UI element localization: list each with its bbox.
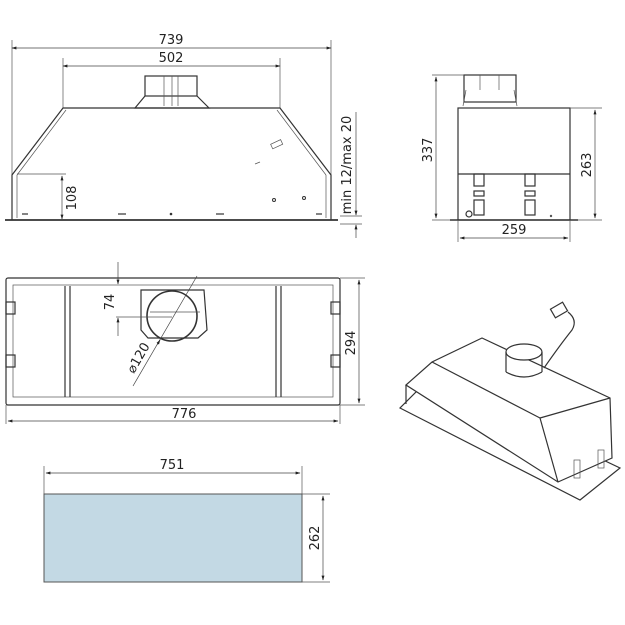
dim-502: 502 bbox=[159, 51, 184, 66]
dim-259: 259 bbox=[502, 223, 527, 238]
dim-294: 294 bbox=[344, 331, 359, 356]
dim-min12-max20: min 12/max 20 bbox=[340, 116, 355, 215]
hood-body-outline bbox=[11, 107, 332, 220]
dim-337: 337 bbox=[421, 138, 436, 163]
dim-263: 263 bbox=[580, 153, 595, 178]
dim-751: 751 bbox=[160, 458, 185, 473]
brackets bbox=[465, 173, 553, 218]
cutout-panel: 751 262 bbox=[43, 458, 330, 583]
dim-739: 739 bbox=[159, 33, 184, 48]
front-view: 739 502 bbox=[5, 33, 362, 238]
dim-776: 776 bbox=[172, 407, 197, 422]
top-view: 74 ⌀120 294 776 bbox=[5, 262, 365, 424]
side-body bbox=[457, 107, 571, 221]
top-frame bbox=[5, 277, 341, 406]
duct-outlet bbox=[133, 75, 211, 109]
dim-262: 262 bbox=[308, 526, 323, 551]
cutout-rectangle bbox=[43, 493, 303, 583]
panel-marks bbox=[22, 139, 322, 216]
isometric-view bbox=[398, 301, 622, 501]
dim-108: 108 bbox=[65, 186, 80, 211]
dim-74: 74 bbox=[103, 294, 118, 311]
side-view: 337 263 259 bbox=[421, 74, 602, 242]
duct-circle bbox=[146, 290, 198, 342]
